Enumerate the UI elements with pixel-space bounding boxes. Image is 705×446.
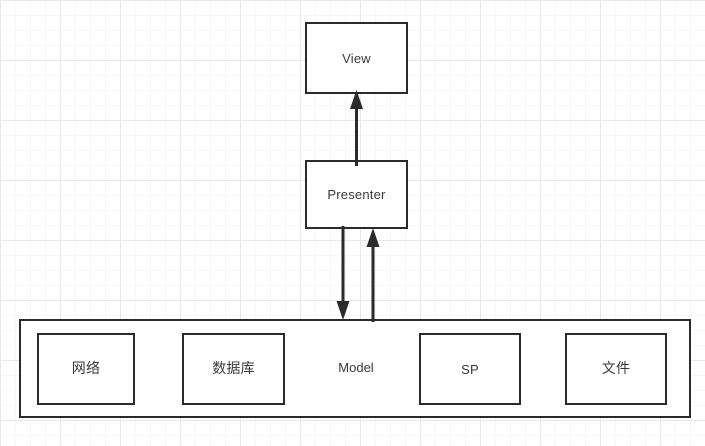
node-database-label: 数据库 <box>212 361 255 377</box>
node-sp[interactable]: SP <box>419 333 521 405</box>
node-network[interactable]: 网络 <box>37 333 135 405</box>
node-database[interactable]: 数据库 <box>182 333 285 405</box>
node-view-label: View <box>342 50 371 66</box>
node-presenter[interactable]: Presenter <box>305 160 408 229</box>
node-view[interactable]: View <box>305 22 408 94</box>
node-network-label: 网络 <box>71 361 101 377</box>
node-sp-label: SP <box>461 361 479 377</box>
connector-model-to-presenter-arrow <box>366 228 380 322</box>
node-file-label: 文件 <box>601 361 631 377</box>
node-file[interactable]: 文件 <box>565 333 667 405</box>
connector-presenter-to-view-arrow <box>350 90 363 166</box>
node-model-label: Model <box>338 360 374 375</box>
connector-presenter-to-model-arrow <box>336 226 350 320</box>
node-presenter-label: Presenter <box>327 187 386 202</box>
